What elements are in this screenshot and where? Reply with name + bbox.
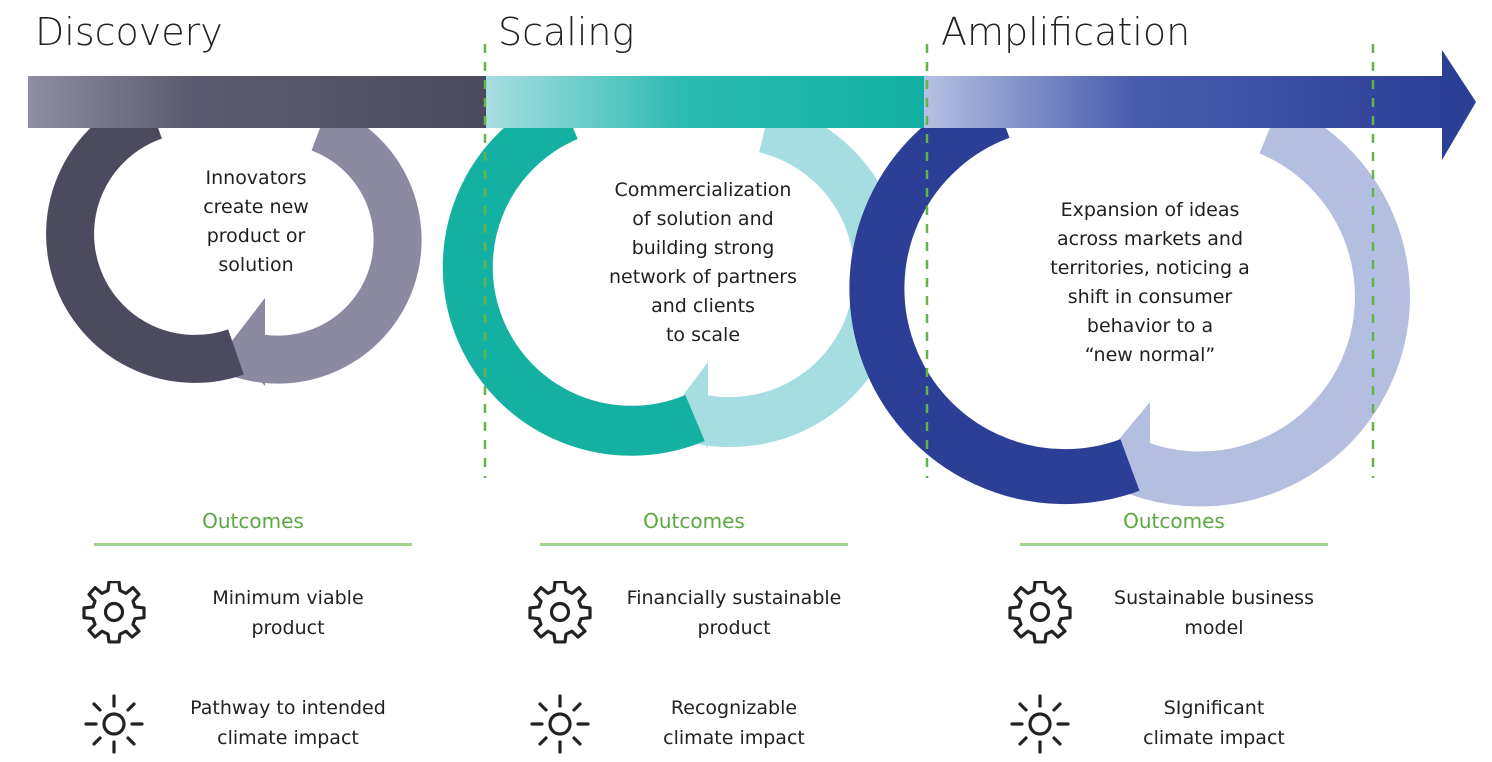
amplification-description-line: Expansion of ideas [1060, 199, 1240, 221]
amplification-loop-arrowhead [1105, 402, 1150, 492]
amplification-band [924, 76, 1444, 128]
outcomes-heading: Outcomes [202, 509, 304, 533]
outcome-line: Sustainable business [1114, 587, 1314, 609]
discovery-description: Innovators create new product or solutio… [176, 164, 336, 280]
scaling-description-line: to scale [665, 324, 741, 346]
outcome-line: climate impact [663, 727, 805, 749]
gear-icon [1008, 581, 1072, 644]
amplification-description-line: shift in consumer [1067, 286, 1233, 308]
scaling-description-line: of solution and [632, 208, 774, 230]
outcome-item: SIgnificant climate impact [1010, 693, 1338, 755]
outcome-line: product [251, 617, 325, 639]
amplification-description-line: behavior to a [1086, 315, 1214, 337]
outcome-text: Sustainable business model [1084, 583, 1344, 643]
scaling-description: Commercialization of solution and buildi… [593, 176, 813, 350]
amplification-description-line: territories, noticing a [1050, 257, 1250, 279]
discovery-loop-arrowhead [228, 298, 265, 386]
outcome-item: Recognizable climate impact [530, 693, 858, 755]
discovery-outcomes: Outcomes Minimum viable product Pathway t… [82, 509, 412, 754]
discovery-description-line: Innovators [205, 167, 307, 189]
outcomes-divider [94, 543, 412, 546]
amplification-description-line: “new normal” [1084, 344, 1216, 366]
scaling-band [486, 76, 924, 128]
outcome-line: climate impact [1143, 727, 1285, 749]
outcomes-divider [1020, 543, 1328, 546]
outcome-item: Financially sustainable product [528, 581, 858, 645]
sun-icon [84, 694, 144, 754]
outcomes-heading: Outcomes [1123, 509, 1225, 533]
phase-title-discovery: Discovery [35, 10, 223, 54]
outcomes-divider [540, 543, 848, 546]
scaling-description-line: Commercialization [614, 179, 792, 201]
scaling-loop-arrowhead [672, 362, 708, 448]
scaling-description-line: and clients [651, 295, 755, 317]
outcome-line: Minimum viable [212, 587, 364, 609]
amplification-description-line: across markets and [1056, 228, 1244, 250]
discovery-loop-light [227, 105, 422, 384]
outcome-line: climate impact [217, 727, 359, 749]
discovery-band [28, 76, 486, 128]
phase-title-scaling: Scaling [498, 10, 635, 54]
outcome-line: model [1184, 617, 1244, 639]
outcome-text: SIgnificant climate impact [1084, 693, 1344, 753]
outcome-text: Recognizable climate impact [604, 693, 864, 753]
outcomes-heading: Outcomes [643, 509, 745, 533]
scaling-loop-dark [442, 92, 705, 456]
outcome-text: Minimum viable product [158, 583, 418, 643]
outcome-text: Pathway to intended climate impact [158, 693, 418, 753]
outcome-item: Pathway to intended climate impact [84, 693, 412, 755]
outcome-line: SIgnificant [1163, 697, 1265, 719]
outcome-line: Recognizable [670, 697, 798, 719]
amplification-outcomes: Outcomes Sustainable business model SIgni… [1008, 509, 1328, 754]
outcome-text: Financially sustainable product [604, 583, 864, 643]
sun-icon [530, 694, 590, 754]
amplification-loop-light [1119, 102, 1410, 507]
discovery-description-line: create new [203, 196, 309, 218]
outcome-item: Sustainable business model [1008, 581, 1338, 645]
gear-icon [528, 581, 592, 644]
discovery-loop-dark [46, 93, 244, 383]
amplification-description: Expansion of ideas across markets and te… [1025, 196, 1275, 370]
main-arrowhead [1442, 50, 1476, 160]
scaling-description-line: network of partners [609, 266, 797, 288]
amplification-loop-dark [849, 86, 1140, 505]
outcome-item: Minimum viable product [82, 581, 412, 645]
outcome-line: product [697, 617, 771, 639]
outcome-line: Pathway to intended [190, 697, 386, 719]
sun-icon [1010, 694, 1070, 754]
phase-title-amplification: Amplification [941, 10, 1191, 54]
scaling-description-line: building strong [631, 237, 775, 259]
discovery-description-line: product or [206, 225, 306, 247]
gear-icon [82, 581, 146, 644]
outcome-line: Financially sustainable [626, 587, 842, 609]
discovery-description-line: solution [218, 254, 294, 276]
